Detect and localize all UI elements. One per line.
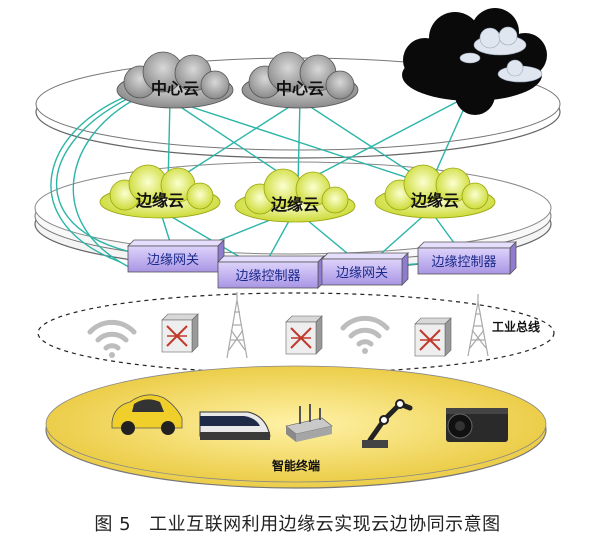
edge-controller-1-label: 边缘控制器 <box>235 269 300 284</box>
smart-terminal-layer: 智能终端 <box>45 365 547 489</box>
figure-number: 图 5 <box>94 514 132 535</box>
smart-terminal-label: 智能终端 <box>271 458 320 473</box>
camera-icon <box>446 408 508 442</box>
edge-gateway-1-label: 边缘网关 <box>147 253 199 268</box>
dark-cloud-icon <box>402 8 547 115</box>
edge-controller-box-1: 边缘控制器 <box>217 255 325 289</box>
center-cloud-left: 中心云 <box>116 51 234 109</box>
radio-tower-icon <box>226 292 248 359</box>
industrial-bus-label: 工业总线 <box>492 319 540 334</box>
figure-caption-text: 工业互联网利用边缘云实现云边协同示意图 <box>149 514 501 535</box>
edge-cloud-2-label: 边缘云 <box>270 195 319 214</box>
edge-gateway-box-1: 边缘网关 <box>127 239 225 273</box>
edge-controller-2-label: 边缘控制器 <box>431 255 496 270</box>
robot-arm-icon <box>362 399 413 448</box>
center-cloud-left-label: 中心云 <box>151 79 199 98</box>
network-switch-icon <box>285 315 323 355</box>
industrial-bus-layer: 工业总线 <box>37 292 555 374</box>
network-switch-icon <box>161 313 199 353</box>
center-cloud-mid: 中心云 <box>241 51 359 109</box>
edge-gateway-box-2: 边缘网关 <box>321 252 409 286</box>
wifi-icon <box>87 319 137 358</box>
figure-caption: 图 5 工业互联网利用边缘云实现云边协同示意图 <box>0 510 595 536</box>
edge-cloud-1: 边缘云 <box>99 164 221 219</box>
network-switch-icon <box>414 317 452 357</box>
edge-cloud-3-label: 边缘云 <box>410 191 459 210</box>
edge-controller-box-2: 边缘控制器 <box>417 241 517 275</box>
edge-cloud-3: 边缘云 <box>374 164 496 219</box>
edge-cloud-1-label: 边缘云 <box>135 191 184 210</box>
wifi-icon <box>340 315 390 354</box>
edge-gateway-2-label: 边缘网关 <box>336 266 388 281</box>
edge-cloud-2: 边缘云 <box>234 168 356 223</box>
router-device-icon <box>285 404 333 442</box>
center-cloud-mid-label: 中心云 <box>276 79 324 98</box>
radio-tower-icon <box>467 294 489 357</box>
car-icon <box>111 394 183 435</box>
train-icon <box>199 411 271 440</box>
